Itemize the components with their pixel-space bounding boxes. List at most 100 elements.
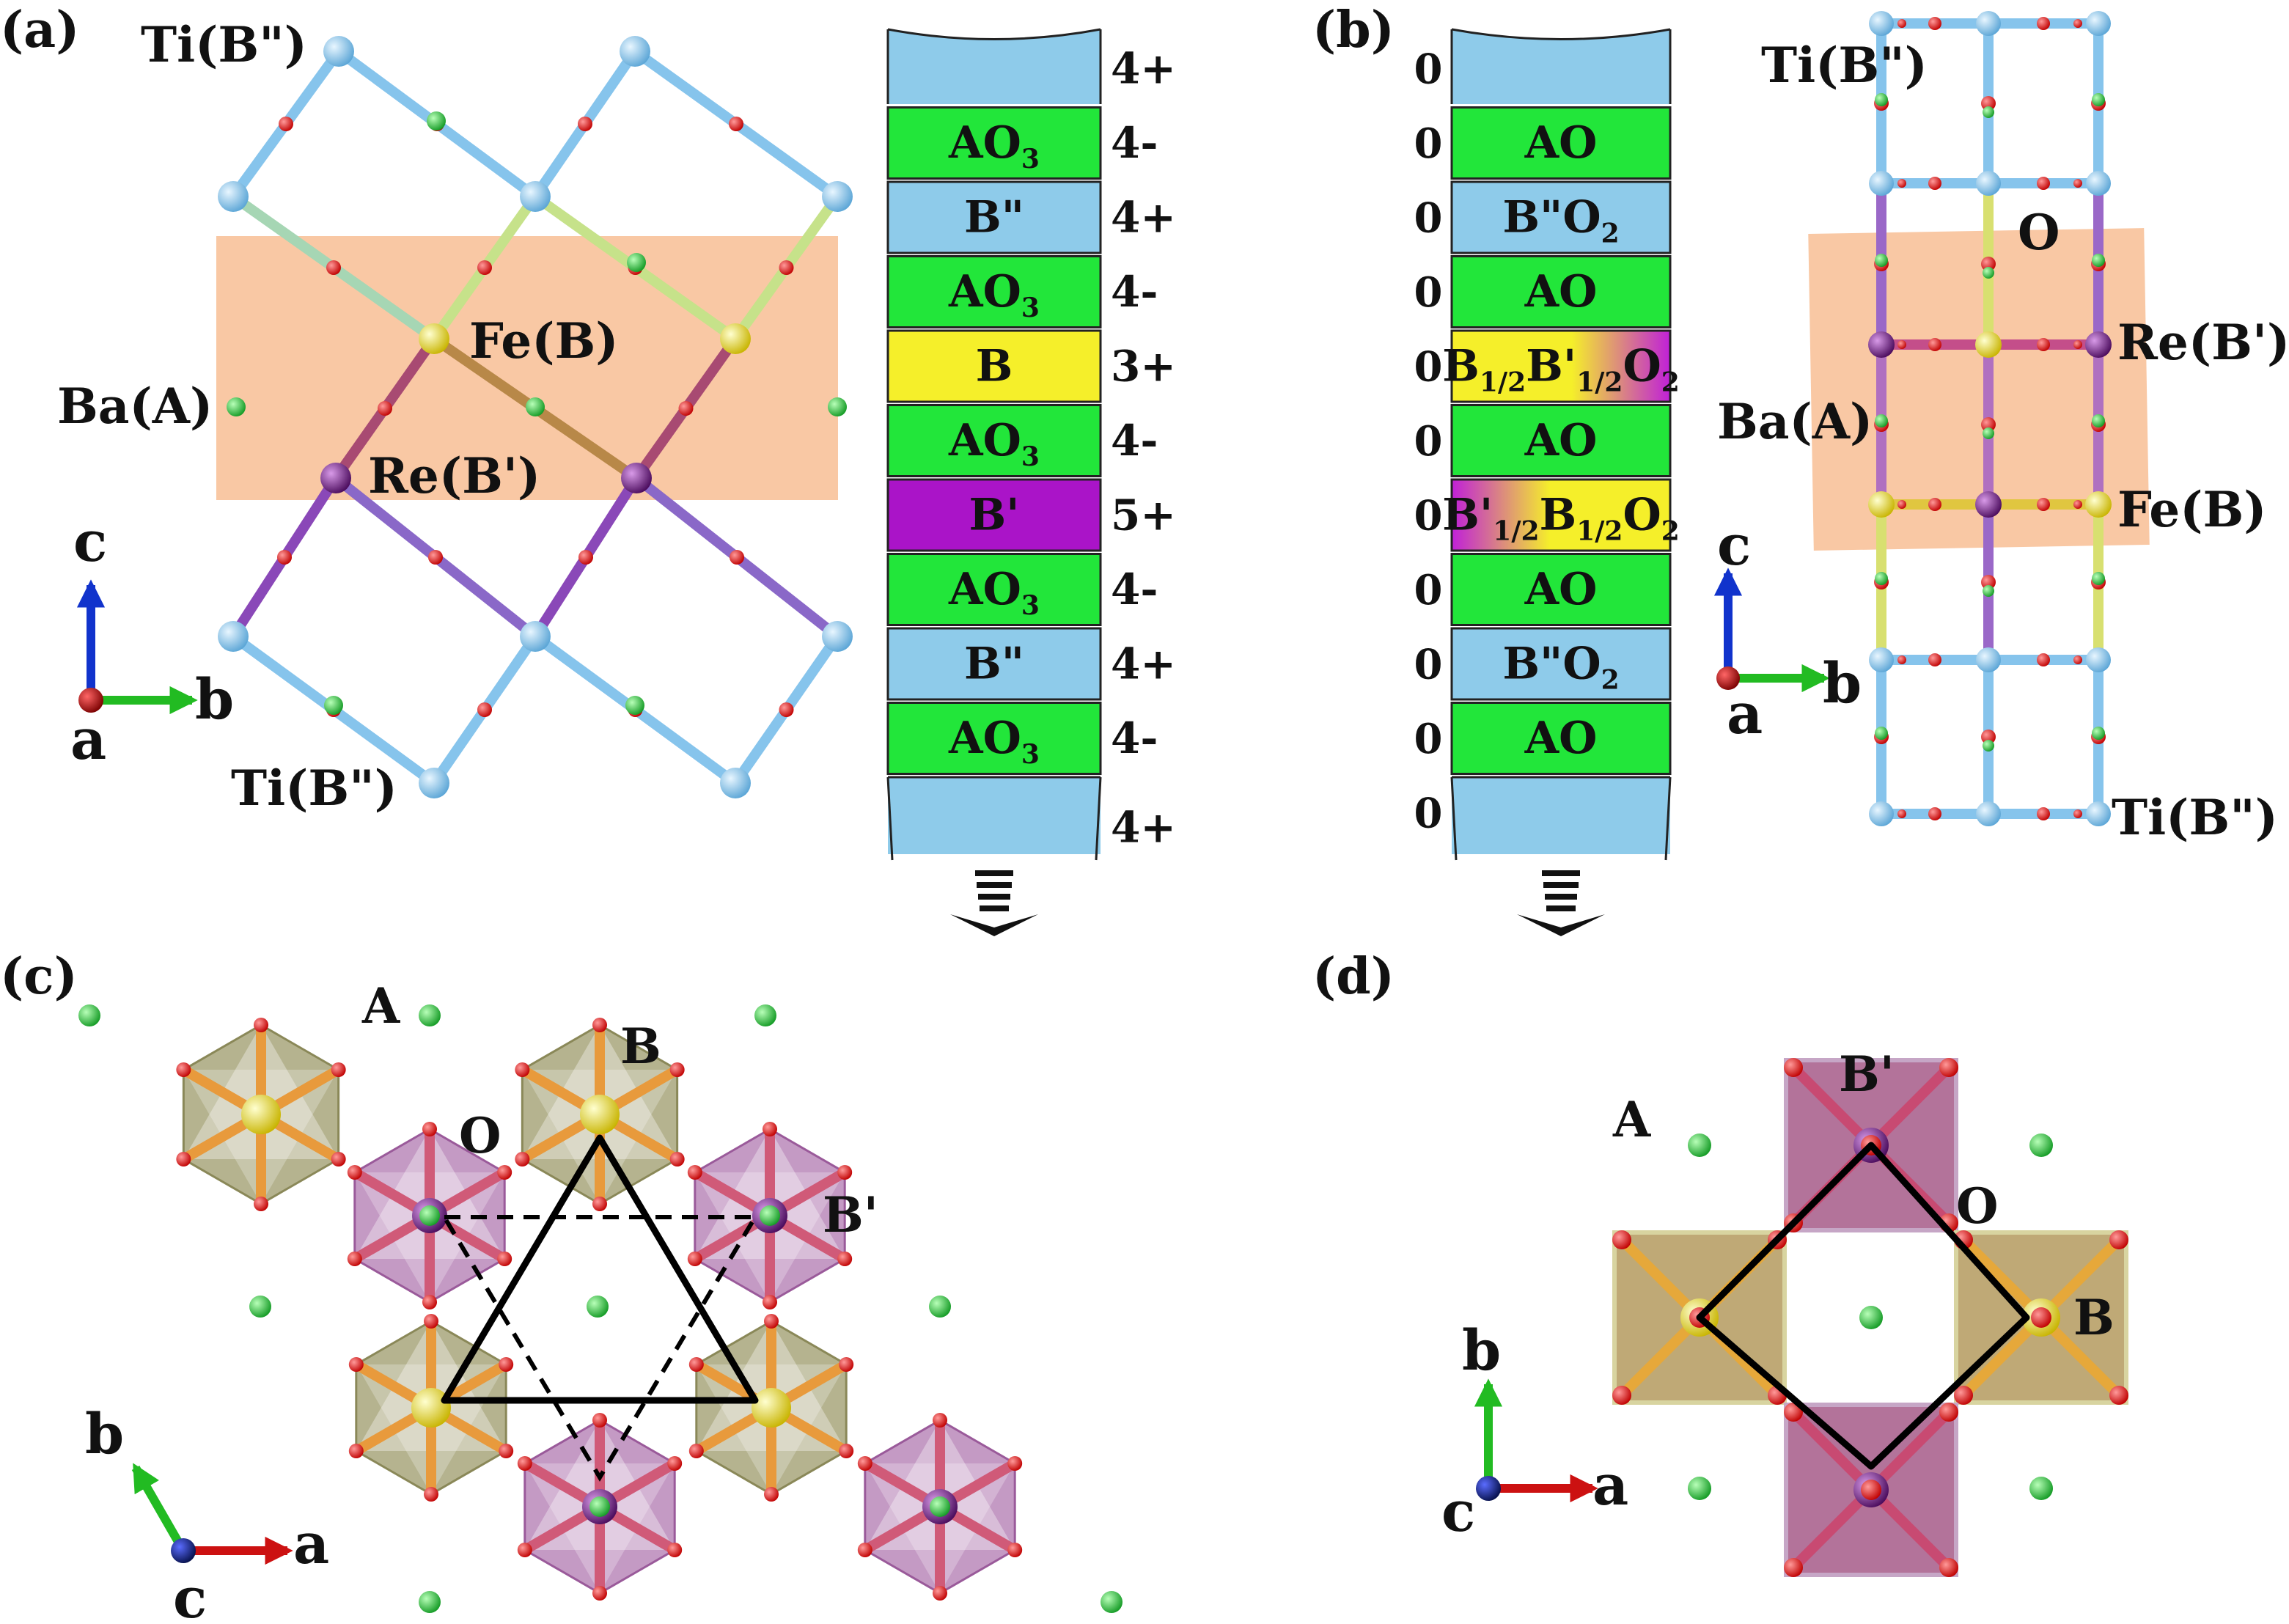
ba-atom	[754, 1004, 776, 1026]
layer-formula: AO	[1524, 117, 1598, 169]
o-atom	[1897, 179, 1906, 188]
o-atom	[331, 1152, 346, 1166]
o-atom	[1939, 1058, 1958, 1077]
o-atom	[2037, 807, 2050, 820]
o-atom	[687, 1252, 702, 1266]
continuation-mark	[1542, 870, 1580, 876]
o-atom	[176, 1152, 191, 1166]
layer-charge: 4+	[1111, 803, 1176, 853]
column-edge	[1095, 776, 1102, 861]
slab-highlight	[216, 236, 838, 500]
ba-atom	[419, 1004, 441, 1026]
label-o: O	[459, 1107, 501, 1164]
layer-charge: 0	[1414, 120, 1443, 168]
ti-atom	[822, 181, 853, 212]
ba-atom	[1859, 1306, 1883, 1329]
o-atom	[1897, 340, 1906, 349]
o-atom	[326, 260, 341, 275]
layer-charge: 5+	[1111, 490, 1176, 540]
ti-atom	[1976, 801, 2001, 826]
ti-atom	[520, 181, 551, 212]
layer-charge: 0	[1414, 417, 1443, 466]
axis-c-dot	[171, 1538, 196, 1563]
axis-a-dot	[1716, 666, 1740, 690]
ti-atom	[2086, 647, 2111, 672]
label-o: O	[1956, 1177, 1999, 1235]
o-atom	[347, 1165, 362, 1180]
o-atom	[1981, 417, 1996, 432]
label-fe: Fe(B)	[2117, 481, 2266, 538]
axis-c-label: c	[73, 509, 107, 574]
panel-b: (b) Ti(B") O Re(B') Ba(A) Fe(B) Ti(B") c…	[1312, 1, 2289, 936]
ti-atom	[218, 621, 249, 652]
o-atom	[578, 550, 593, 565]
label-ti-top: Ti(B")	[1761, 37, 1928, 94]
fe-atom	[241, 1095, 281, 1134]
o-atom	[1928, 807, 1941, 820]
formula-part: B"O	[1502, 639, 1601, 690]
ti-atom	[520, 621, 551, 652]
bond	[1866, 1062, 1954, 1150]
o-atom	[839, 1444, 854, 1458]
o-atom	[837, 1165, 853, 1180]
fe-atom	[752, 1388, 791, 1428]
o-atom	[1784, 1058, 1803, 1077]
ba-atom	[1875, 414, 1888, 427]
panel-label-b: (b)	[1312, 1, 1395, 59]
o-atom	[279, 117, 293, 131]
column-break-top	[887, 28, 1101, 40]
o-atom	[477, 702, 492, 717]
o-atom	[2037, 338, 2050, 351]
layer-column-b: 0AO0B"O20AO0B1/2B'1/2O20AO0B'1/2B1/2O20A…	[1414, 28, 1680, 936]
re-atom	[2085, 331, 2112, 358]
o-atom	[1612, 1230, 1631, 1249]
subscript: 2	[1661, 367, 1680, 398]
layer-charge: 0	[1414, 492, 1443, 540]
re-atom	[1868, 331, 1895, 358]
structure-c	[78, 1004, 1123, 1613]
ti-atom	[2086, 171, 2111, 196]
ba-atom	[1983, 585, 1994, 597]
formula-part: AO	[1524, 415, 1598, 466]
o-atom	[1897, 500, 1906, 509]
continuation-mark	[1545, 894, 1577, 900]
ti-atom	[1869, 801, 1894, 826]
panel-label-a: (a)	[0, 1, 79, 59]
layer-charge: 3+	[1111, 342, 1176, 392]
o-atom	[857, 1543, 872, 1557]
o-atom	[497, 1165, 512, 1180]
ba-atom	[526, 397, 545, 416]
o-atom	[497, 1252, 512, 1266]
o-atom	[515, 1152, 530, 1166]
o-atom	[1612, 1386, 1631, 1405]
bond	[1866, 1485, 1954, 1573]
ba-atom	[929, 1296, 951, 1318]
layer-band	[1450, 255, 1672, 328]
ti-atom	[1869, 647, 1894, 672]
ba-atom	[2092, 572, 2105, 585]
subscript: 2	[1601, 665, 1620, 696]
o-atom	[176, 1062, 191, 1077]
o-atom	[517, 1456, 532, 1471]
layer-formula: B"O2	[1502, 639, 1619, 696]
subscript: 1/2	[1493, 516, 1539, 547]
panel-label-d: (d)	[1312, 947, 1395, 1006]
axis-a-label: a	[70, 707, 106, 772]
axis-c-label: c	[173, 1565, 207, 1624]
subscript: 1/2	[1480, 367, 1526, 398]
o-atom	[2037, 177, 2050, 190]
o-atom	[477, 260, 492, 275]
axis-b-label: b	[85, 1401, 124, 1466]
layer-formula: B"	[964, 639, 1024, 690]
layer-charge: 4-	[1111, 118, 1158, 168]
ba-atom	[930, 1496, 950, 1517]
layer-formula: AO	[1524, 713, 1598, 764]
ba-atom	[587, 1296, 609, 1318]
triangle-dashed	[440, 1215, 760, 1482]
panel-d: (d) A B' O B b a c	[1312, 947, 2128, 1577]
layer-charge: 0	[1414, 566, 1443, 614]
o-atom	[348, 1444, 364, 1458]
label-b: B	[620, 1018, 661, 1075]
layer-charge: 4-	[1111, 416, 1158, 466]
ti-atom	[218, 181, 249, 212]
